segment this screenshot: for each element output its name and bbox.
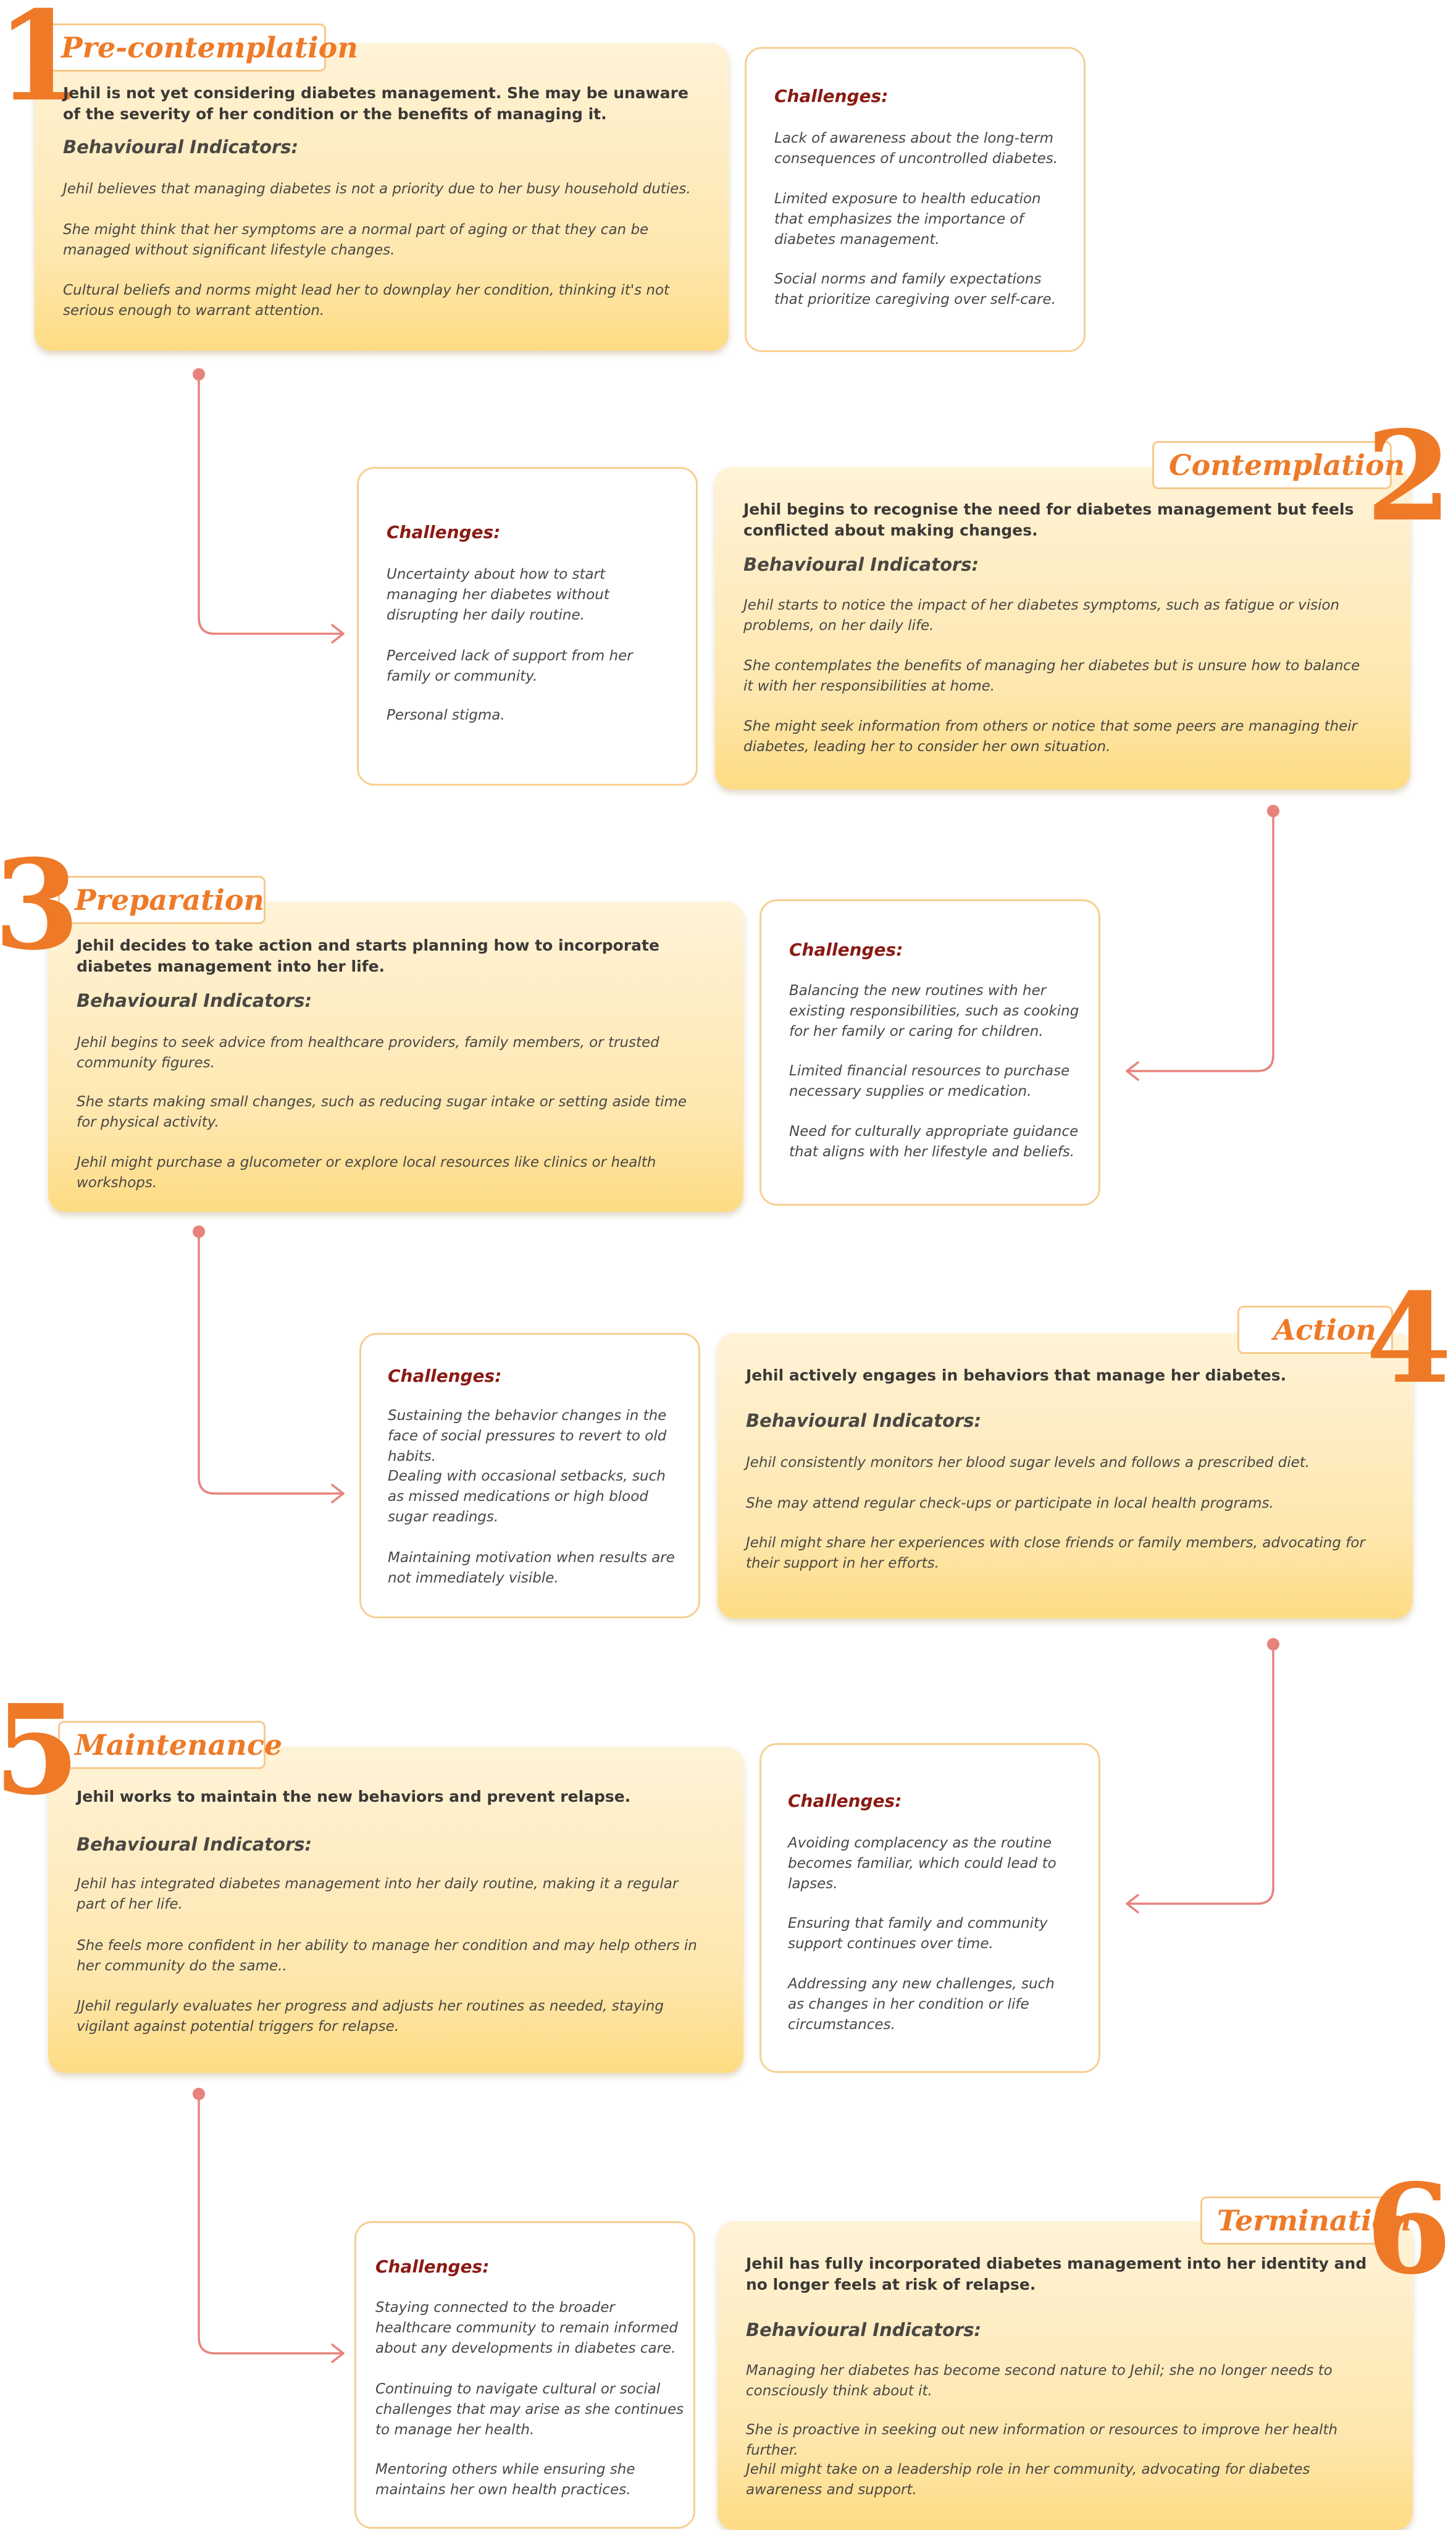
stage-4-lead: Jehil actively engages in behaviors that… — [746, 1366, 1287, 1384]
stage-3-challenge: Limited financial resources to purchase … — [789, 1063, 1070, 1099]
stage-4-challenge: Maintaining motivation when results are … — [388, 1550, 675, 1586]
stage-5-title: Maintenance — [58, 1721, 282, 1769]
stage-2-challenges-card — [357, 467, 698, 786]
arrowhead-1-to-2 — [331, 624, 345, 644]
stage-1-indicator: Cultural beliefs and norms might lead he… — [63, 282, 670, 319]
stage-1-indicator: She might think that her symptoms are a … — [63, 222, 649, 258]
stage-2-indicator: She might seek information from others o… — [743, 718, 1358, 755]
stage-1-challenge: Lack of awareness about the long-term co… — [774, 130, 1058, 167]
stage-5-indicator: JJehil regularly evaluates her progress … — [77, 1998, 664, 2035]
stage-3-number: 3 — [0, 833, 80, 978]
stage-6-card — [718, 2221, 1413, 2530]
connector-5-to-6 — [198, 2093, 345, 2355]
stage-2-title: Contemplation — [1152, 441, 1405, 489]
stage-2-indicator: She contemplates the benefits of managin… — [743, 658, 1360, 694]
stage-5-card — [48, 1747, 743, 2073]
stage-1-indicators-heading: Behavioural Indicators: — [63, 137, 299, 158]
stage-1-card — [35, 43, 729, 351]
stage-3-card — [48, 902, 743, 1212]
stage-2-lead: Jehil begins to recognise the need for d… — [743, 500, 1354, 539]
stage-1-indicator: Jehil believes that managing diabetes is… — [63, 181, 691, 197]
stage-1-challenges-card — [745, 47, 1086, 352]
connector-dot — [193, 1225, 205, 1238]
stage-6-challenge: Mentoring others while ensuring she main… — [375, 2461, 635, 2498]
stage-3-indicators-heading: Behavioural Indicators: — [77, 990, 312, 1011]
stage-4-card — [718, 1333, 1413, 1618]
stage-6-challenges-card — [354, 2221, 695, 2529]
arrowhead-2-to-3 — [1126, 1061, 1139, 1081]
connector-3-to-4 — [198, 1230, 345, 1495]
stage-3-indicator: She starts making small changes, such as… — [77, 1094, 687, 1130]
connector-dot — [193, 2088, 205, 2100]
stage-2-card — [715, 467, 1410, 789]
stage-2-indicators-heading: Behavioural Indicators: — [743, 554, 979, 575]
stage-2-challenge: Uncertainty about how to start managing … — [387, 566, 609, 623]
connector-dot — [1267, 805, 1279, 817]
connector-4-to-5 — [1126, 1643, 1274, 1905]
stage-5-challenge: Addressing any new challenges, such as c… — [788, 1976, 1055, 2033]
arrowhead-3-to-4 — [331, 1484, 345, 1503]
stage-5-indicator: She feels more confident in her ability … — [77, 1938, 697, 1974]
stage-6-number: 6 — [1366, 2157, 1452, 2302]
stage-3-title: Preparation — [58, 876, 266, 924]
connector-dot — [193, 368, 205, 380]
stage-5-indicator: Jehil has integrated diabetes management… — [77, 1876, 679, 1912]
stage-3-indicator: Jehil begins to seek advice from healthc… — [77, 1035, 659, 1071]
arrowhead-4-to-5 — [1126, 1894, 1139, 1914]
stage-6-challenge: Staying connected to the broader healthc… — [375, 2300, 679, 2356]
stage-1-title: Pre-contemplation — [44, 23, 358, 72]
stage-6-challenges-heading: Challenges: — [375, 2256, 490, 2277]
stage-3-challenge: Need for culturally appropriate guidance… — [789, 1124, 1079, 1160]
stage-5-lead: Jehil works to maintain the new behavior… — [77, 1788, 631, 1805]
stage-5-indicators-heading: Behavioural Indicators: — [77, 1834, 312, 1855]
stage-5-challenges-card — [759, 1743, 1100, 2073]
stage-4-challenge: Sustaining the behavior changes in the f… — [388, 1408, 667, 1465]
stage-3-challenge: Balancing the new routines with her exis… — [789, 983, 1079, 1040]
stage-3-lead: Jehil decides to take action and starts … — [77, 936, 659, 975]
stage-2-challenge: Personal stigma. — [387, 707, 505, 723]
stage-4-challenge: Dealing with occasional setbacks, such a… — [388, 1468, 666, 1525]
stage-6-title: Termination — [1200, 2196, 1412, 2245]
stage-4-title: Action — [1237, 1306, 1393, 1354]
stage-2-indicator: Jehil starts to notice the impact of her… — [743, 597, 1340, 634]
stage-5-challenge: Ensuring that family and community suppo… — [788, 1915, 1048, 1952]
connector-1-to-2 — [198, 373, 345, 635]
stage-5-number: 5 — [0, 1678, 80, 1823]
stage-3-challenges-heading: Challenges: — [789, 939, 903, 960]
stage-2-challenges-heading: Challenges: — [387, 522, 501, 542]
stage-4-number: 4 — [1366, 1266, 1452, 1411]
stage-6-indicator: Jehil might take on a leadership role in… — [746, 2461, 1310, 2498]
stage-4-challenges-heading: Challenges: — [388, 1366, 502, 1386]
stage-1-challenges-heading: Challenges: — [774, 86, 889, 106]
stage-4-indicator: She may attend regular check-ups or part… — [746, 1495, 1274, 1511]
stage-6-indicator: She is proactive in seeking out new info… — [746, 2422, 1338, 2458]
stage-3-challenges-card — [759, 899, 1100, 1206]
arrowhead-5-to-6 — [331, 2343, 345, 2363]
stage-6-indicator: Managing her diabetes has become second … — [746, 2363, 1333, 2399]
stage-1-number: 1 — [0, 0, 82, 129]
stage-4-indicator: Jehil might share her experiences with c… — [746, 1535, 1365, 1571]
stage-5-challenge: Avoiding complacency as the routine beco… — [788, 1835, 1056, 1892]
stage-2-number: 2 — [1366, 404, 1452, 549]
stage-1-challenge: Social norms and family expectations tha… — [774, 271, 1056, 308]
connector-dot — [1267, 1638, 1279, 1650]
stage-1-lead: Jehil is not yet considering diabetes ma… — [63, 84, 688, 123]
stage-4-challenges-card — [359, 1333, 700, 1618]
stage-6-challenge: Continuing to navigate cultural or socia… — [375, 2381, 684, 2438]
stage-6-lead: Jehil has fully incorporated diabetes ma… — [746, 2255, 1367, 2293]
stage-4-indicators-heading: Behavioural Indicators: — [746, 1410, 982, 1431]
stage-6-indicators-heading: Behavioural Indicators: — [746, 2319, 982, 2340]
stage-2-challenge: Perceived lack of support from her famil… — [387, 648, 633, 684]
connector-2-to-3 — [1126, 810, 1274, 1072]
stage-4-indicator: Jehil consistently monitors her blood su… — [746, 1455, 1310, 1471]
stage-5-challenges-heading: Challenges: — [788, 1791, 902, 1811]
stage-3-indicator: Jehil might purchase a glucometer or exp… — [77, 1154, 656, 1191]
stage-1-challenge: Limited exposure to health education tha… — [774, 191, 1041, 248]
